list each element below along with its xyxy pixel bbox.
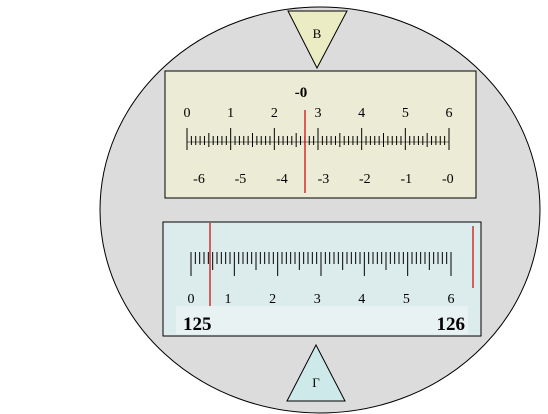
upper-scale-panel bbox=[164, 70, 477, 199]
upper-top-label: 4 bbox=[358, 106, 365, 121]
upper-scale-title: -0 bbox=[295, 85, 308, 101]
upper-scale: -0 0 1 2 3 4 5 6 -6 -5 -4 -3 -2 -1 -0 bbox=[164, 70, 477, 199]
upper-top-labels: 0 1 2 3 4 5 6 bbox=[184, 106, 453, 121]
upper-bottom-labels: -6 -5 -4 -3 -2 -1 -0 bbox=[193, 172, 453, 187]
lower-label: 2 bbox=[269, 292, 276, 307]
upper-bottom-label: -5 bbox=[235, 172, 247, 187]
pointer-g-triangle bbox=[286, 343, 346, 402]
lower-label: 5 bbox=[403, 292, 410, 307]
upper-bottom-label: -1 bbox=[400, 172, 412, 187]
upper-top-label: 0 bbox=[184, 106, 191, 121]
lower-label: 1 bbox=[225, 292, 232, 307]
lower-label: 4 bbox=[358, 292, 365, 307]
upper-bottom-label: -3 bbox=[318, 172, 330, 187]
lower-start-value: 125 bbox=[183, 314, 212, 335]
lower-scale: 0 1 2 3 4 5 6 125 126 bbox=[162, 221, 482, 337]
upper-bottom-label: -2 bbox=[359, 172, 371, 187]
upper-bottom-label: -0 bbox=[442, 172, 454, 187]
lower-scale-band bbox=[176, 306, 468, 334]
upper-ticks bbox=[186, 128, 450, 150]
lower-labels: 0 1 2 3 4 5 6 bbox=[188, 292, 455, 307]
upper-top-label: 3 bbox=[315, 106, 322, 121]
pointer-v-triangle bbox=[287, 10, 348, 70]
pointer-v-label: В bbox=[313, 26, 322, 41]
upper-bottom-label: -4 bbox=[276, 172, 288, 187]
upper-top-label: 6 bbox=[446, 106, 453, 121]
upper-bottom-label: -6 bbox=[193, 172, 205, 187]
pointer-g-label: Г bbox=[312, 375, 320, 390]
lower-label: 0 bbox=[188, 292, 195, 307]
upper-top-label: 2 bbox=[271, 106, 278, 121]
lower-end-value: 126 bbox=[437, 314, 466, 335]
upper-top-label: 5 bbox=[402, 106, 409, 121]
lower-label: 6 bbox=[448, 292, 455, 307]
lower-label: 3 bbox=[314, 292, 321, 307]
upper-top-label: 1 bbox=[227, 106, 234, 121]
lower-ticks bbox=[190, 252, 452, 276]
pointer-v: В bbox=[287, 10, 348, 70]
pointer-g: Г bbox=[286, 343, 346, 402]
